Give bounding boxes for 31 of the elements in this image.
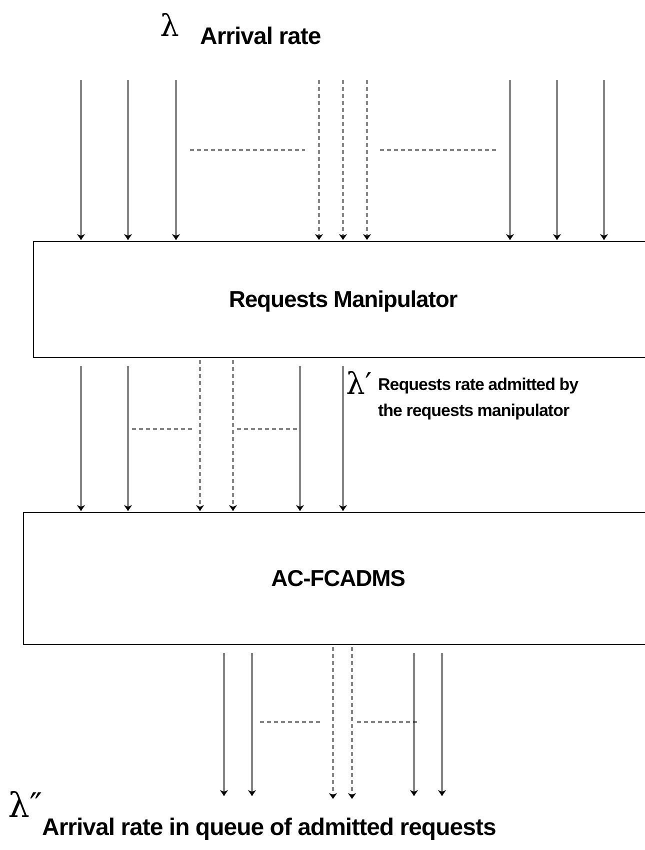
dashed-arrow [228, 360, 238, 512]
dashed-arrow [328, 646, 338, 800]
dashed-arrow [362, 80, 372, 240]
process-box [33, 241, 645, 358]
arrow [296, 366, 304, 512]
arrow [172, 80, 180, 240]
arrow [506, 80, 514, 240]
arrow [76, 366, 86, 512]
arrow [220, 652, 228, 796]
arrow [248, 652, 256, 796]
arrow [438, 652, 446, 796]
lambda-symbol: λ″ [8, 788, 42, 826]
dashed-arrow [348, 646, 356, 800]
arrow [410, 652, 418, 796]
arrow [76, 80, 86, 240]
box-title: Requests Manipulator [228, 286, 458, 313]
arrow [600, 80, 608, 240]
lambda-symbol: λ [160, 10, 180, 43]
dashed-arrow [314, 80, 324, 240]
process-box [23, 512, 645, 645]
arrow [124, 80, 132, 240]
rate-label: Requests rate admitted by the requests manipulator [378, 374, 580, 422]
box-title: AC-FCADMS [271, 565, 405, 592]
arrow [124, 366, 132, 512]
dashed-arrow [196, 360, 204, 512]
dashed-arrow [338, 80, 348, 240]
rate-label: Arrival rate [200, 24, 321, 50]
rate-label: Arrival rate in queue of admitted requests [42, 815, 496, 842]
arrow [338, 366, 348, 512]
lambda-symbol: λ′ [346, 368, 372, 401]
arrow [552, 80, 562, 240]
